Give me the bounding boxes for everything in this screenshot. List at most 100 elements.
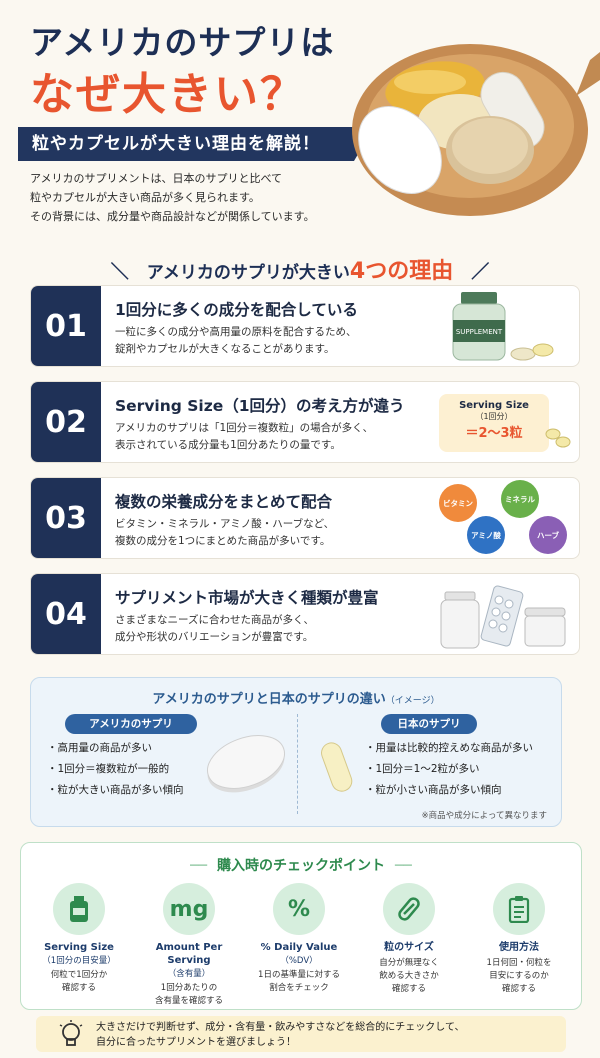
checkpoint-desc: 自分が無理なく飲める大きさか確認する (355, 957, 463, 996)
intro-line: アメリカのサプリメントは、日本のサプリと比べて (30, 172, 283, 185)
checkpoint-label: % Daily Value (260, 942, 338, 953)
desc-line: 何粒で1回分か (50, 970, 108, 980)
comparison-title-note: （イメージ） (385, 696, 440, 706)
tip-line: 大きさだけで判断せず、成分・含有量・飲みやすさなどを総合的にチェックして、 (96, 1022, 465, 1033)
comparison-panel: アメリカのサプリと日本のサプリの違い（イメージ） アメリカのサプリ ・高用量の商… (30, 677, 562, 827)
desc-line: 確認する (391, 984, 426, 994)
mineral-bubble: ミネラル (501, 480, 539, 518)
comparison-note: ※商品や成分によって異なります (421, 811, 547, 821)
page-title-line2: なぜ大きい？ (30, 69, 306, 120)
jp-supplement-label: 日本のサプリ (381, 714, 477, 734)
intro-line: 粒やカプセルが大きい商品が多く見られます。 (30, 191, 260, 204)
checkpoint-sub: （1回分の目安量） (42, 956, 116, 966)
reasons-heading-text: アメリカのサプリが大きい (146, 263, 350, 283)
checkpoint-desc: 何粒で1回分か確認する (25, 969, 133, 995)
page-title-line1: アメリカのサプリは (30, 23, 335, 62)
heading-deco-right: ／ (471, 262, 490, 283)
checkpoint-desc: 1回分あたりの含有量を確認する (135, 982, 243, 1008)
title-deco: ── (190, 858, 207, 874)
desc-line: 確認する (61, 983, 96, 993)
reason-desc: ビタミン・ミネラル・アミノ酸・ハーブなど、 複数の成分を1つにまとめた商品が多い… (115, 516, 334, 550)
comparison-title-text: アメリカのサプリと日本のサプリの違い (152, 692, 386, 707)
reason-desc: さまざまなニーズに合わせた商品が多く、 成分や形状のバリエーションが豊富です。 (115, 612, 314, 646)
reason-title: Serving Size（1回分）の考え方が違う (115, 397, 405, 415)
bottle-label: SUPPLEMENT (456, 328, 503, 336)
product-variety-icon (440, 585, 566, 649)
reasons-section: ＼ アメリカのサプリが大きい4つの理由 ／ 01 1回分に多くの成分を配合している … (18, 247, 582, 667)
checkpoint-label: Amount Per Serving (155, 942, 223, 966)
reason-desc-line: 表示されている成分量も1回分あたりの量です。 (115, 439, 341, 451)
vitamin-bubble: ビタミン (439, 484, 477, 522)
checkpoint-label: Serving Size (44, 942, 114, 953)
large-tablet-icon (207, 735, 285, 793)
hero-section: アメリカのサプリは なぜ大きい？ 粒やカプセルが大きい理由を解説！ アメリカのサ… (0, 0, 600, 245)
desc-line: 飲める大きさか (379, 971, 439, 981)
reason-card-4: 04 サプリメント市場が大きく種類が豊富 さまざまなニーズに合わせた商品が多く、… (30, 573, 580, 655)
checkpoint-desc: 1日何回・何粒を目安にするのか確認する (465, 957, 573, 996)
reason-card-2: 02 Serving Size（1回分）の考え方が違う アメリカのサプリは「1回… (30, 381, 580, 463)
tip-text: 大きさだけで判断せず、成分・含有量・飲みやすさなどを総合的にチェックして、 自分… (96, 1020, 465, 1050)
supplement-bottle-icon: SUPPLEMENT (452, 292, 554, 361)
checkpoint-usage: 使用方法 1日何回・何粒を目安にするのか確認する (465, 883, 573, 996)
reason-desc-line: 成分や形状のバリエーションが豊富です。 (115, 631, 314, 643)
list-item: ・1回分＝1〜2粒が多い (365, 763, 480, 775)
desc-line: 自分が無理なく (379, 958, 439, 968)
checkpoint-label: 使用方法 (499, 942, 539, 953)
tip-line: 自分に合ったサプリメントを選びましょう！ (96, 1037, 296, 1048)
desc-line: 割合をチェック (269, 983, 329, 993)
reason-number: 01 (31, 286, 101, 366)
clipboard-icon (493, 883, 545, 935)
mg-icon: mg (163, 883, 215, 935)
serving-size-value: ＝2〜3粒 (465, 426, 523, 441)
us-supplement-list: ・高用量の商品が多い ・1回分＝複数粒が一般的 ・粒が大きい商品が多い傾向 (47, 738, 184, 801)
reason-number: 03 (31, 478, 101, 558)
checkpoint-pill-size: 粒のサイズ 自分が無理なく飲める大きさか確認する (355, 883, 463, 996)
checkpoint-sub: （含有量） (167, 969, 211, 979)
lightbulb-icon (59, 1020, 83, 1046)
desc-line: 1日何回・何粒を (486, 958, 552, 968)
serving-size-box: Serving Size （1回分） ＝2〜3粒 (439, 394, 549, 452)
reason-desc-line: 錠剤やカプセルが大きくなることがあります。 (115, 343, 335, 355)
reason-desc-line: 複数の成分を1つにまとめた商品が多いです。 (115, 535, 331, 547)
intro-text: アメリカのサプリメントは、日本のサプリと比べて 粒やカプセルが大きい商品が多く見… (30, 169, 315, 226)
list-item: ・高用量の商品が多い (47, 742, 152, 754)
desc-line: 確認する (501, 984, 536, 994)
subtitle-ribbon: 粒やカプセルが大きい理由を解説！ (18, 127, 364, 161)
small-capsule-icon (321, 742, 353, 792)
checkpoint-label: 粒のサイズ (384, 942, 434, 953)
serving-size-label: Serving Size (459, 400, 529, 411)
reason-number: 02 (31, 382, 101, 462)
us-supplement-label: アメリカのサプリ (65, 714, 197, 734)
list-item: ・粒が小さい商品が多い傾向 (365, 784, 502, 796)
checkpoint-sub: （%DV） (280, 956, 318, 966)
reason-card-1: 01 1回分に多くの成分を配合している 一粒に多くの成分や高用量の原料を配合する… (30, 285, 580, 367)
checkpoints-title-text: 購入時のチェックポイント (217, 858, 385, 874)
reason-number: 04 (31, 574, 101, 654)
desc-line: 1日の基準量に対する (258, 970, 340, 980)
reasons-heading: ＼ アメリカのサプリが大きい4つの理由 ／ (18, 253, 582, 285)
wooden-spoon-image (352, 44, 600, 216)
reason-title: 複数の栄養成分をまとめて配合 (115, 493, 333, 511)
reasons-heading-emphasis: 4つの理由 (349, 259, 454, 284)
desc-line: 1回分あたりの (160, 983, 218, 993)
serving-size-sub: （1回分） (475, 412, 513, 421)
checkpoint-daily-value: % % Daily Value （%DV） 1日の基準量に対する割合をチェック (245, 883, 353, 995)
pills-icon (545, 428, 571, 448)
intro-line: その背景には、成分量や商品設計などが関係しています。 (30, 210, 315, 223)
reason-title: サプリメント市場が大きく種類が豊富 (115, 589, 379, 607)
jp-supplement-list: ・用量は比較的控えめな商品が多い ・1回分＝1〜2粒が多い ・粒が小さい商品が多… (365, 738, 533, 801)
checkpoint-amount-per-serving: mg Amount Per Serving （含有量） 1回分あたりの含有量を確… (135, 883, 243, 1008)
reason-card-3: 03 複数の栄養成分をまとめて配合 ビタミン・ミネラル・アミノ酸・ハーブなど、 … (30, 477, 580, 559)
heading-deco-left: ＼ (110, 262, 129, 283)
list-item: ・1回分＝複数粒が一般的 (47, 763, 170, 775)
checkpoints-panel: ──購入時のチェックポイント── Serving Size （1回分の目安量） … (20, 842, 582, 1010)
reason-desc: アメリカのサプリは「1回分＝複数粒」の場合が多く、 表示されている成分量も1回分… (115, 420, 373, 454)
bottle-icon (53, 883, 105, 935)
capsule-icon (383, 883, 435, 935)
tip-banner: 大きさだけで判断せず、成分・含有量・飲みやすさなどを総合的にチェックして、 自分… (36, 1016, 566, 1052)
checkpoints-title: ── 購入時のチェックポイント ── (21, 855, 581, 875)
comparison-divider (297, 714, 298, 814)
desc-line: 含有量を確認する (154, 996, 223, 1006)
reason-desc-line: ビタミン・ミネラル・アミノ酸・ハーブなど、 (115, 518, 335, 530)
title-deco: ── (395, 858, 412, 874)
